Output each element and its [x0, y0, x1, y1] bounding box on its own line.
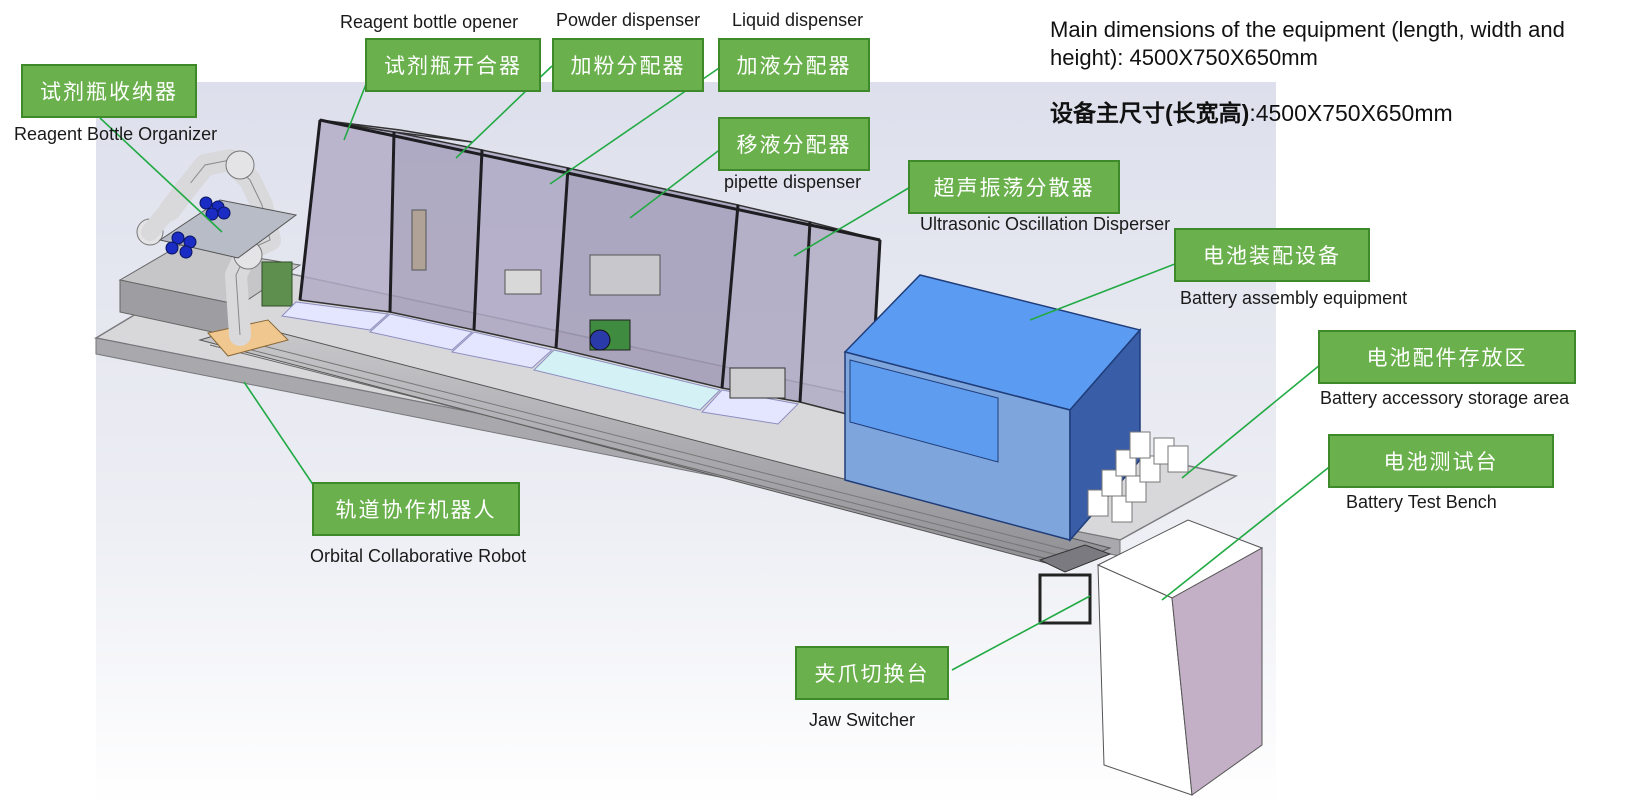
- dimensions-title-cn: 设备主尺寸(长宽高):4500X750X650mm: [1050, 94, 1453, 128]
- dimensions-title-cn-label: 设备主尺寸(长宽高): [1050, 100, 1250, 126]
- label-ultrasonic-disperser-cn: 超声振荡分散器: [908, 160, 1120, 214]
- label-bottle-opener-cn: 试剂瓶开合器: [365, 38, 541, 92]
- test-bench-side: [1171, 547, 1263, 796]
- instrument: [589, 254, 661, 296]
- dimensions-title-cn-value: :4500X750X650mm: [1249, 100, 1453, 126]
- label-battery-assembly-cn: 电池装配设备: [1174, 228, 1370, 282]
- label-bottle-opener-en: Reagent bottle opener: [340, 12, 519, 32]
- instrument: [729, 367, 786, 399]
- label-pipette-dispenser-en: pipette dispenser: [724, 172, 862, 192]
- enclosure-floor-panels: [280, 301, 800, 425]
- dimensions-title-en: Main dimensions of the equipment (length…: [1050, 17, 1565, 70]
- label-powder-dispenser-cn: 加粉分配器: [552, 38, 704, 92]
- battery-assembly-opening: [849, 359, 999, 463]
- rail-groove: [231, 337, 1096, 558]
- jaw-switcher-stand: [1038, 573, 1092, 625]
- label-jaw-switcher-en: Jaw Switcher: [809, 710, 916, 730]
- instrument: [504, 269, 542, 295]
- blue-bottle-caps: [165, 196, 231, 259]
- label-bottle-organizer-cn: 试剂瓶收纳器: [21, 64, 197, 118]
- rail-groove: [219, 341, 1086, 563]
- instrument: [589, 329, 611, 351]
- label-test-bench-en: Battery Test Bench: [1346, 492, 1497, 512]
- label-battery-assembly-en: Battery assembly equipment: [1180, 288, 1408, 308]
- label-ultrasonic-disperser-en: Ultrasonic Oscillation Disperser: [920, 214, 1171, 234]
- label-powder-dispenser-en: Powder dispenser: [556, 10, 701, 30]
- label-jaw-switcher-cn: 夹爪切换台: [795, 646, 949, 700]
- label-bottle-organizer-en: Reagent Bottle Organizer: [14, 124, 218, 144]
- label-accessory-storage-cn: 电池配件存放区: [1318, 330, 1576, 384]
- label-liquid-dispenser-en: Liquid dispenser: [732, 10, 864, 30]
- rail-groove: [209, 344, 1076, 567]
- label-test-bench-cn: 电池测试台: [1328, 434, 1554, 488]
- label-accessory-storage-en: Battery accessory storage area: [1320, 388, 1570, 408]
- robot-wrist: [141, 181, 194, 241]
- rail-end-base: [1038, 544, 1112, 573]
- accessory-storage-boxes: [1087, 431, 1189, 523]
- label-orbital-robot-cn: 轨道协作机器人: [312, 482, 520, 536]
- green-rack: [261, 261, 293, 307]
- robot-joint: [225, 150, 255, 180]
- instrument: [411, 209, 427, 271]
- label-liquid-dispenser-cn: 加液分配器: [718, 38, 870, 92]
- label-pipette-dispenser-cn: 移液分配器: [718, 117, 870, 171]
- label-orbital-robot-en: Orbital Collaborative Robot: [310, 546, 527, 566]
